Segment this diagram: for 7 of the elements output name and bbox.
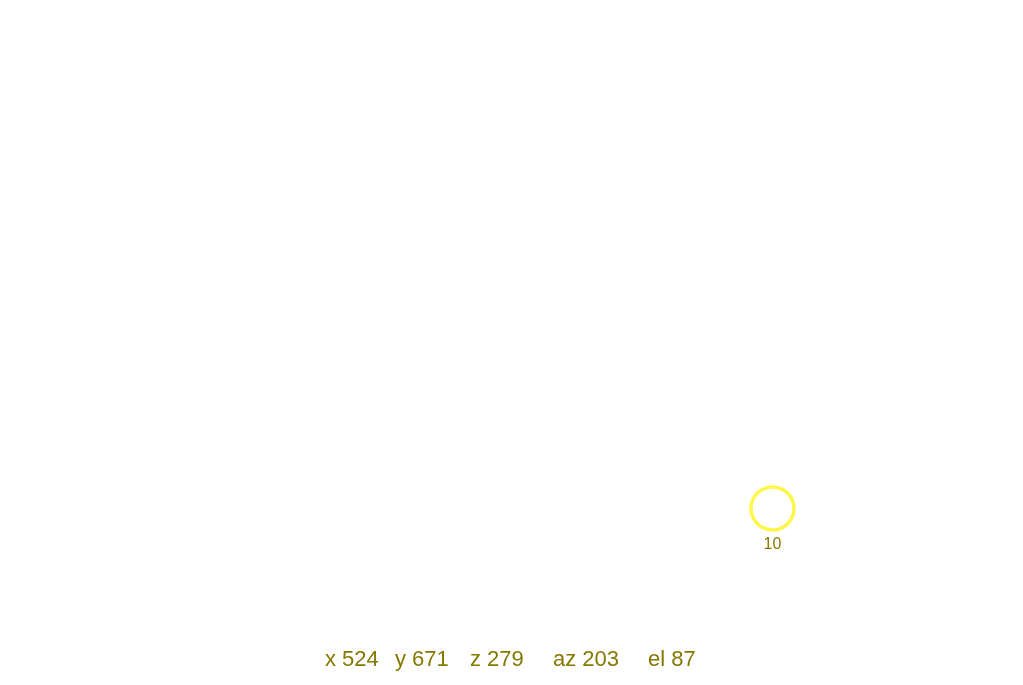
circle-marker <box>749 485 796 532</box>
coordinate-readout: x 524 <box>325 646 379 672</box>
coordinate-readout: y 671 <box>395 646 449 672</box>
coordinate-readout: z 279 <box>470 646 524 672</box>
coordinate-readout: az 203 <box>553 646 620 672</box>
coordinate-readout: el 87 <box>648 646 696 672</box>
callout-number: 10 <box>763 535 782 553</box>
